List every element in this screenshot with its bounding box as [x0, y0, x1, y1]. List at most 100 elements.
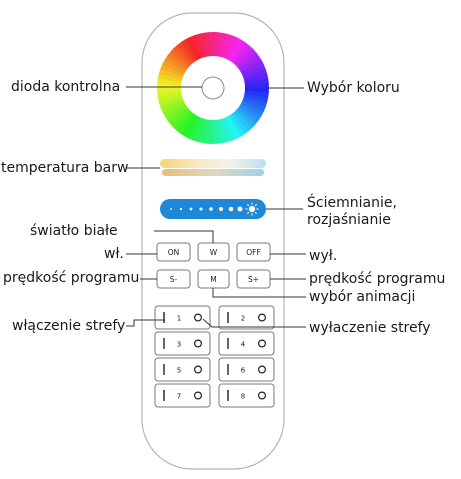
- dimmer-dot: [237, 206, 243, 212]
- color-wheel-segment: [242, 90, 269, 99]
- zone-off-mark: [258, 313, 267, 322]
- label-zone-off: wyłaczenie strefy: [309, 320, 431, 336]
- zone-number: 4: [241, 341, 246, 349]
- zone-number: 3: [177, 341, 181, 349]
- zone-button[interactable]: 3: [154, 331, 211, 356]
- color-wheel-segment: [225, 113, 241, 140]
- color-wheel-segment: [234, 48, 257, 70]
- color-wheel-segment: [188, 115, 203, 141]
- label-on: wł.: [104, 246, 124, 262]
- zone-off-mark: [194, 391, 203, 400]
- zone-button[interactable]: 8: [218, 383, 275, 408]
- color-wheel-segment: [157, 92, 185, 103]
- color-wheel-segment: [185, 36, 201, 63]
- color-temp-bar-top: [160, 159, 266, 168]
- label-dimming-line2: rozjaśnianie: [307, 212, 391, 228]
- color-wheel-segment: [170, 47, 193, 69]
- label-zone-on: włączenie strefy: [12, 318, 126, 334]
- color-wheel-segment: [241, 73, 269, 84]
- color-wheel-segment: [229, 110, 249, 135]
- zone-button[interactable]: 7: [154, 383, 211, 408]
- color-wheel-segment: [202, 117, 211, 144]
- zone-number: 6: [241, 367, 246, 375]
- color-wheel-segment: [177, 41, 197, 66]
- color-wheel-segment: [240, 64, 266, 79]
- color-wheel-segment: [228, 39, 246, 64]
- color-wheel-segment: [169, 106, 192, 128]
- color-wheel-segment: [166, 104, 191, 124]
- label-color-select: Wybór koloru: [307, 80, 400, 96]
- zone-button[interactable]: 6: [218, 357, 275, 382]
- dimmer-dots: [170, 206, 243, 212]
- color-wheel-segment: [176, 110, 196, 134]
- color-wheel-segment: [241, 68, 268, 81]
- color-wheel-segment: [215, 32, 224, 59]
- color-wheel-segment: [237, 55, 262, 74]
- speed-up-label: S+: [248, 275, 259, 284]
- label-white-light: światło białe: [30, 223, 118, 239]
- color-wheel-segment: [157, 72, 185, 83]
- zone-off-mark: [194, 365, 203, 374]
- dimmer-dot: [219, 207, 223, 211]
- color-wheel-segment: [217, 116, 228, 144]
- color-wheel-segment: [242, 83, 269, 89]
- color-wheel-segment: [212, 117, 218, 144]
- dimmer-bar: [160, 199, 266, 219]
- mode-button-label: M: [210, 275, 216, 284]
- color-wheel-segment: [230, 42, 250, 66]
- off-button[interactable]: [236, 242, 271, 262]
- color-wheel-segment: [232, 45, 254, 68]
- color-wheel-segment: [237, 103, 262, 121]
- zone-number: 7: [177, 393, 181, 401]
- color-wheel-segment: [180, 39, 199, 64]
- color-wheel-segment: [227, 112, 246, 137]
- sun-icon: [245, 202, 259, 216]
- dimmer-dot: [179, 207, 183, 211]
- dimmer-dot: [199, 207, 203, 211]
- zone-button[interactable]: 4: [218, 331, 275, 356]
- color-wheel-segment: [241, 95, 268, 108]
- color-wheel-segment: [197, 116, 208, 144]
- color-wheel-segment: [161, 100, 188, 116]
- color-wheel-segment: [223, 35, 238, 61]
- color-wheel-segment: [158, 68, 185, 81]
- color-wheel-segment: [158, 95, 185, 108]
- color-wheel-segment: [213, 32, 219, 59]
- dimmer-dot: [228, 206, 234, 212]
- dimmer-dot: [189, 207, 193, 211]
- zone-button[interactable]: 2: [218, 305, 275, 330]
- indicator-led: [201, 76, 225, 100]
- dimmer-dot: [170, 208, 172, 210]
- zone-number: 5: [177, 367, 181, 375]
- off-button-label: OFF: [246, 248, 261, 257]
- color-wheel-segment: [157, 77, 184, 86]
- color-wheel-segment: [235, 52, 260, 72]
- leader-lines: [126, 86, 306, 328]
- color-wheel-segment: [167, 51, 191, 71]
- color-wheel-segment: [238, 60, 265, 76]
- dimmer-dot: [209, 207, 213, 211]
- color-wheel: [157, 32, 269, 144]
- on-button-label: ON: [168, 248, 180, 257]
- color-wheel-segment: [241, 93, 269, 104]
- color-wheel-segment: [225, 37, 242, 63]
- zone-button[interactable]: 1: [154, 305, 211, 330]
- label-speed-right: prędkość programu: [309, 271, 446, 287]
- color-wheel-segment: [220, 116, 233, 143]
- label-dimming-line1: Ściemnianie,: [307, 195, 397, 211]
- color-wheel-segment: [172, 108, 194, 131]
- zone-button[interactable]: 5: [154, 357, 211, 382]
- color-wheel-segment: [233, 107, 256, 129]
- color-wheel-segment: [164, 55, 189, 73]
- label-indicator: dioda kontrolna: [11, 79, 121, 95]
- color-wheel-segment: [160, 97, 186, 112]
- color-wheel-segment: [193, 33, 206, 60]
- on-button[interactable]: [156, 242, 191, 262]
- zone-off-mark: [194, 313, 203, 322]
- color-wheel-segment: [240, 98, 266, 113]
- label-speed-left: prędkość programu: [3, 270, 140, 286]
- color-wheel-segment: [162, 59, 188, 76]
- color-wheel-segment: [231, 109, 253, 132]
- label-off: wył.: [309, 248, 338, 264]
